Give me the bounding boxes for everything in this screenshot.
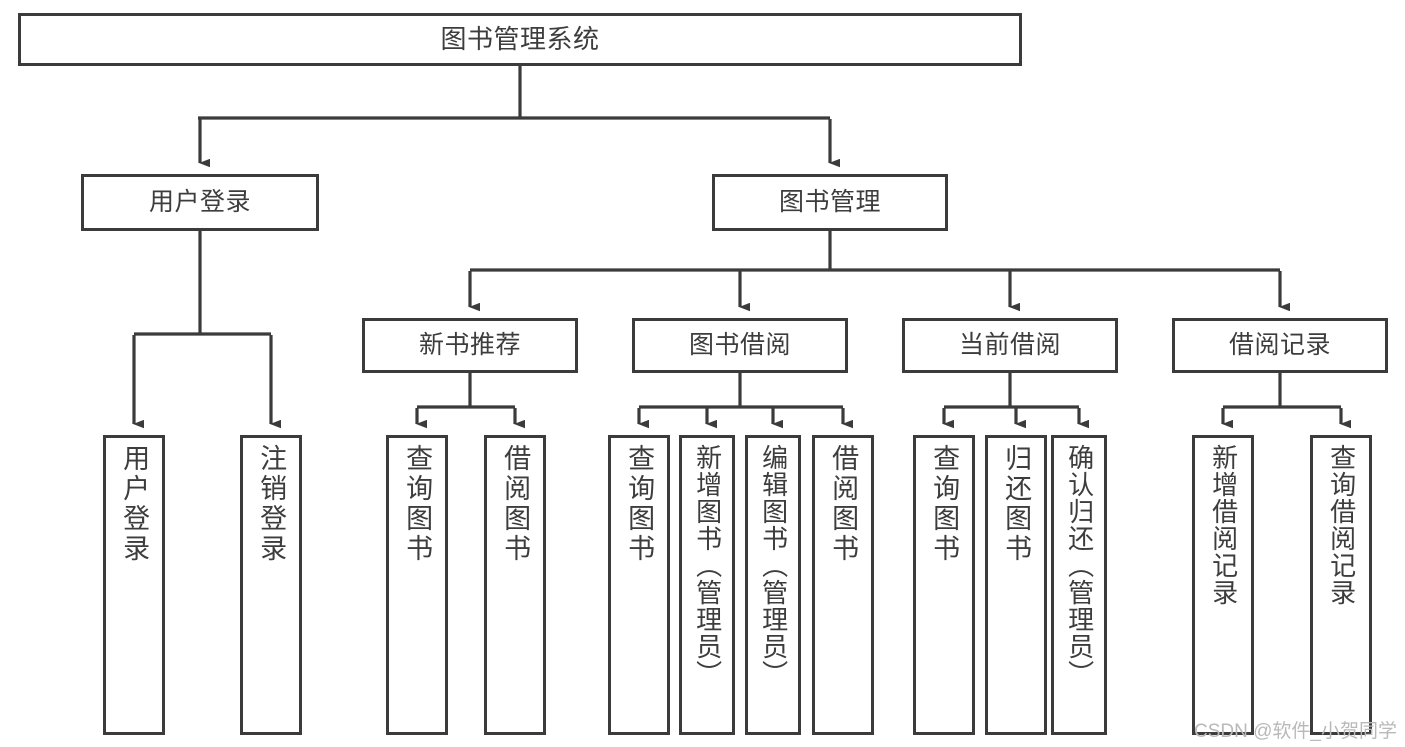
node-label: 借阅图书 xyxy=(828,444,859,564)
node-root-book-management-system[interactable]: 图书管理系统 xyxy=(18,13,1022,66)
node-new-book-recommend[interactable]: 新书推荐 xyxy=(362,318,578,373)
node-book-borrow[interactable]: 图书借阅 xyxy=(632,318,848,373)
node-label: 用户登录 xyxy=(119,444,150,564)
node-label: 查询图书 xyxy=(402,444,433,564)
node-label: 查询图书 xyxy=(624,444,655,564)
node-label: 当前借阅 xyxy=(958,330,1061,359)
node-label: 查询图书 xyxy=(929,444,960,564)
node-label: 注销登录 xyxy=(256,444,287,564)
csdn-watermark: CSDN @软件_小贺同学 xyxy=(1194,721,1397,742)
node-leaf-return-book[interactable]: 归还图书 xyxy=(985,435,1047,735)
node-leaf-query-borrow-record[interactable]: 查询借阅记录 xyxy=(1310,435,1372,735)
node-current-borrow[interactable]: 当前借阅 xyxy=(902,318,1118,373)
node-leaf-query-book-borrow[interactable]: 查询图书 xyxy=(608,435,670,735)
node-label: 新书推荐 xyxy=(418,330,521,359)
node-leaf-query-book-current[interactable]: 查询图书 xyxy=(913,435,975,735)
node-leaf-user-login[interactable]: 用户登录 xyxy=(103,435,165,735)
node-label: 归还图书 xyxy=(1001,444,1032,564)
node-leaf-query-book-recommend[interactable]: 查询图书 xyxy=(386,435,448,735)
node-leaf-borrow-book-recommend[interactable]: 借阅图书 xyxy=(484,435,546,735)
node-label: 新增图书（管理员） xyxy=(692,444,723,687)
node-label: 图书借阅 xyxy=(688,330,791,359)
node-borrow-records[interactable]: 借阅记录 xyxy=(1172,318,1388,373)
node-label: 图书管理系统 xyxy=(440,24,600,55)
node-leaf-logout[interactable]: 注销登录 xyxy=(240,435,302,735)
node-label: 确认归还（管理员） xyxy=(1064,444,1095,687)
node-user-login[interactable]: 用户登录 xyxy=(81,174,319,231)
node-book-management[interactable]: 图书管理 xyxy=(712,174,948,231)
node-label: 新增借阅记录 xyxy=(1208,444,1239,606)
node-leaf-add-borrow-record[interactable]: 新增借阅记录 xyxy=(1192,435,1254,735)
node-label: 借阅图书 xyxy=(500,444,531,564)
node-label: 用户登录 xyxy=(148,187,251,216)
node-leaf-borrow-book[interactable]: 借阅图书 xyxy=(812,435,874,735)
node-label: 借阅记录 xyxy=(1228,330,1331,359)
node-label: 图书管理 xyxy=(778,187,881,216)
node-leaf-confirm-return-admin[interactable]: 确认归还（管理员） xyxy=(1051,435,1107,735)
node-leaf-add-book-admin[interactable]: 新增图书（管理员） xyxy=(679,435,735,735)
node-leaf-edit-book-admin[interactable]: 编辑图书（管理员） xyxy=(745,435,801,735)
node-label: 编辑图书（管理员） xyxy=(758,444,789,687)
node-label: 查询借阅记录 xyxy=(1326,444,1357,606)
